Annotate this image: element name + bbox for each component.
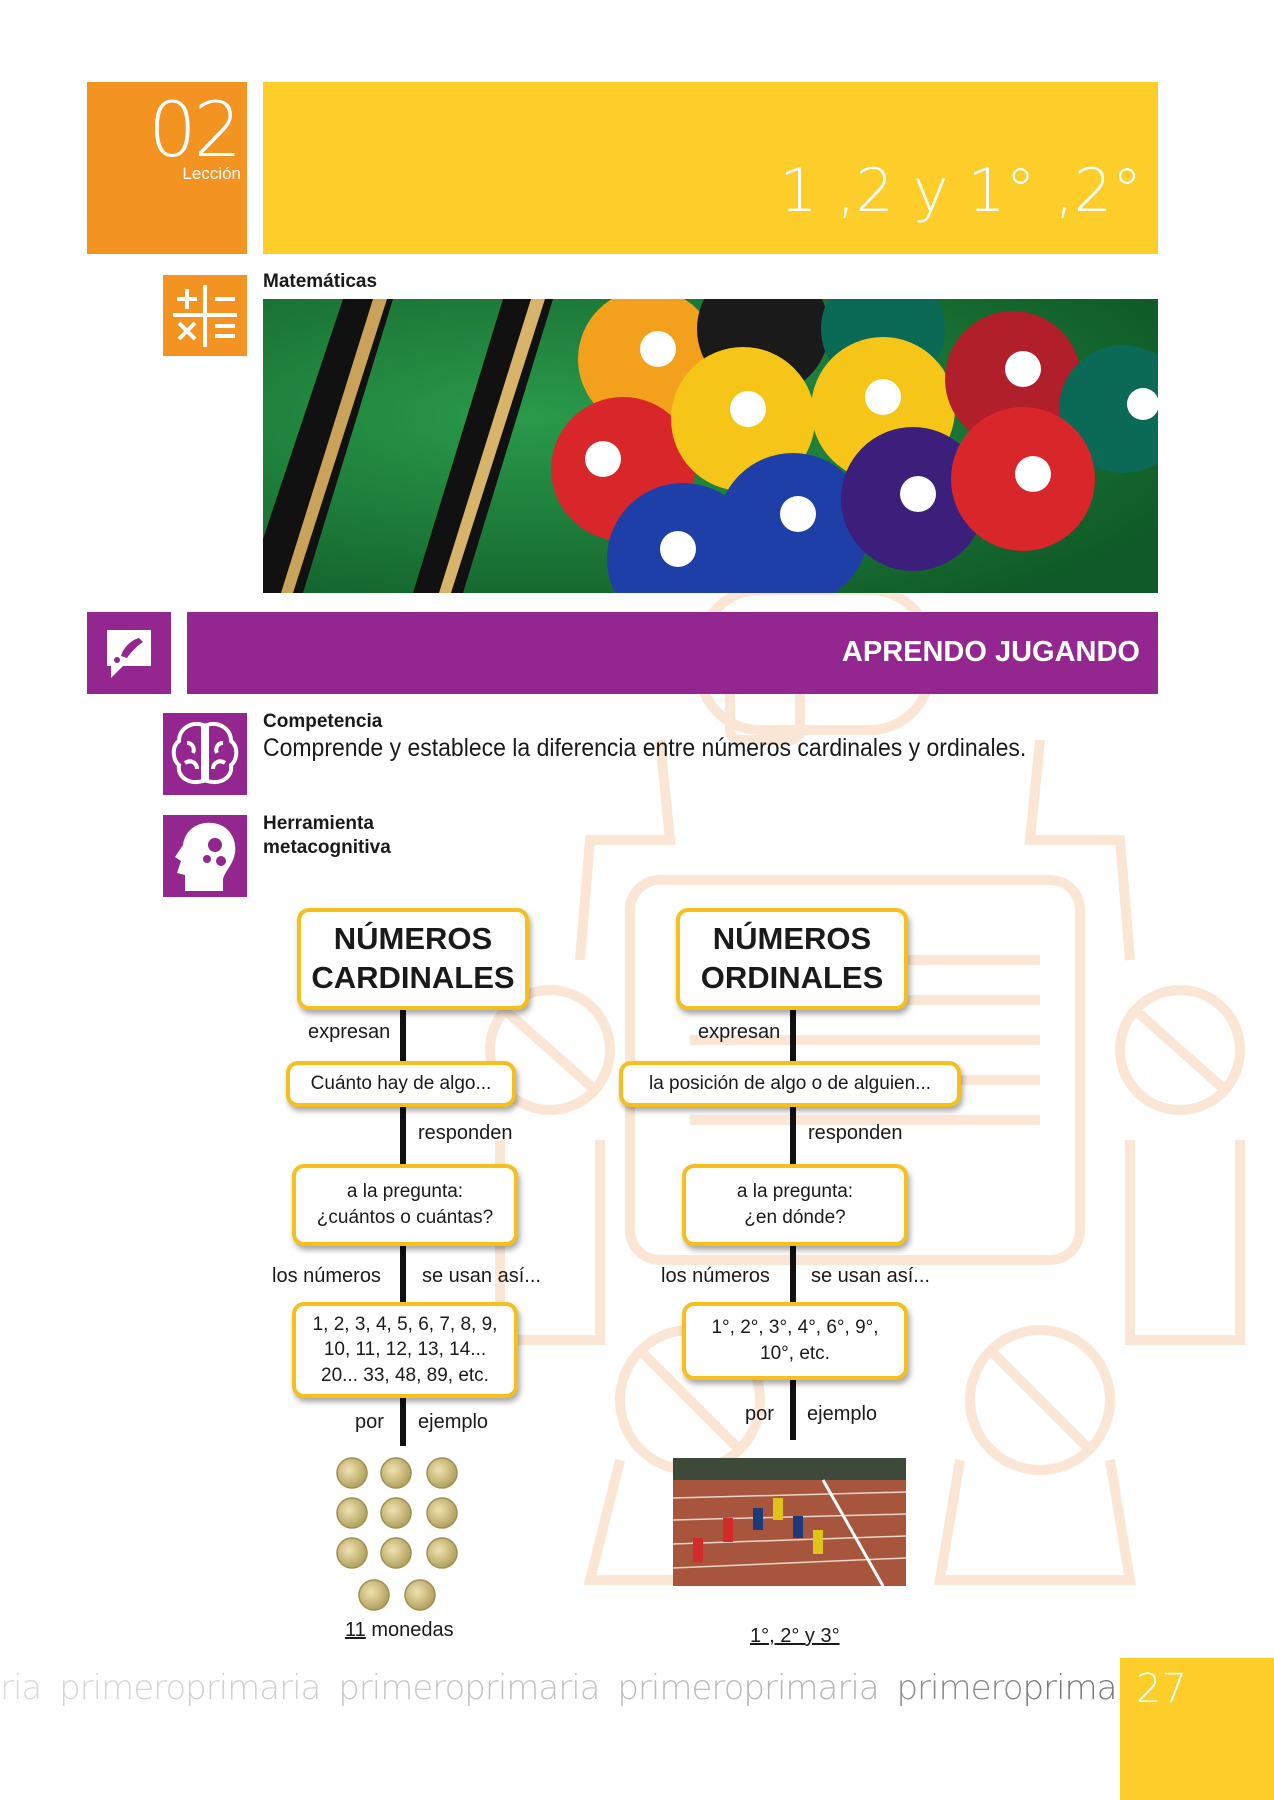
subject-label: Matemáticas	[263, 271, 378, 292]
head-gears-icon	[163, 815, 247, 897]
cardinales-por: por	[355, 1411, 384, 1433]
title-banner: 1 ,2 y 1° ,2°	[263, 82, 1158, 254]
footer-word: primero	[896, 1668, 1023, 1708]
herramienta-label-line1: Herramienta	[263, 813, 374, 834]
cardinales-caption-number: 11	[345, 1619, 366, 1641]
ordinales-box-pregunta: a la pregunta: ¿en dónde?	[682, 1164, 908, 1246]
math-operations-icon	[163, 275, 247, 356]
ordinales-se-usan: se usan así...	[811, 1265, 930, 1287]
ordinales-box-posicion: la posición de algo o de alguien...	[619, 1061, 961, 1107]
ordinales-caption: 1°, 2° y 3°	[750, 1625, 840, 1647]
ordinales-title: NÚMEROS ORDINALES	[700, 921, 884, 995]
cardinales-box-pregunta-text: a la pregunta: ¿cuántos o cuántas?	[316, 1181, 494, 1228]
cardinales-title: NÚMEROS CARDINALES	[311, 921, 515, 995]
herramienta-label-line2: metacognitiva	[263, 836, 391, 858]
brain-icon	[163, 713, 247, 795]
ordinales-ejemplo: ejemplo	[807, 1403, 878, 1425]
footer-wordmark: ria primeroprimaria primeroprimaria prim…	[0, 1668, 1120, 1718]
cardinales-box-pregunta: a la pregunta: ¿cuántos o cuántas?	[292, 1164, 518, 1246]
herramienta-label: Herramienta metacognitiva	[263, 812, 391, 860]
ordinales-box-posicion-text: la posición de algo o de alguien...	[648, 1073, 932, 1095]
lesson-badge: 02 Lección	[87, 82, 247, 254]
race-finish-photo	[673, 1458, 906, 1586]
cardinales-los-numeros: los números	[272, 1265, 381, 1287]
footer-word: primero	[617, 1668, 744, 1708]
cardinales-box-numeros: 1, 2, 3, 4, 5, 6, 7, 8, 9, 10, 11, 12, 1…	[292, 1302, 518, 1398]
footer-word: primaria	[1022, 1668, 1120, 1708]
cardinales-responden: responden	[418, 1122, 513, 1144]
lesson-number: 02	[148, 85, 242, 174]
rocket-icon	[87, 612, 171, 694]
billiard-balls-photo	[263, 299, 1158, 593]
footer-word: primero	[338, 1668, 465, 1708]
ordinales-box-pregunta-text: a la pregunta: ¿en dónde?	[736, 1181, 854, 1228]
footer-word: ria	[0, 1668, 42, 1708]
competencia-text: Comprende y establece la diferencia entr…	[263, 734, 1027, 762]
cardinales-box-numeros-text: 1, 2, 3, 4, 5, 6, 7, 8, 9, 10, 11, 12, 1…	[312, 1313, 498, 1386]
cardinales-title-box: NÚMEROS CARDINALES	[297, 908, 529, 1010]
ordinales-title-box: NÚMEROS ORDINALES	[676, 908, 908, 1010]
cardinales-ejemplo: ejemplo	[418, 1411, 489, 1433]
footer-word: primaria	[464, 1668, 600, 1708]
ordinales-box-numeros-text: 1°, 2°, 3°, 4°, 6°, 9°, 10°, etc.	[711, 1317, 879, 1364]
coins-illustration	[336, 1457, 458, 1611]
page-title: 1 ,2 y 1° ,2°	[779, 156, 1142, 226]
cardinales-box-cuanto-text: Cuánto hay de algo...	[310, 1073, 492, 1095]
ordinales-box-numeros: 1°, 2°, 3°, 4°, 6°, 9°, 10°, etc.	[682, 1302, 908, 1380]
page-number: 27	[1136, 1666, 1187, 1712]
footer-word: primero	[59, 1668, 186, 1708]
cardinales-caption: 11 monedas	[345, 1619, 454, 1642]
competencia-label: Competencia	[263, 711, 383, 732]
cardinales-se-usan: se usan así...	[422, 1265, 541, 1287]
page-number-box: 27	[1120, 1658, 1274, 1800]
section-banner: APRENDO JUGANDO	[187, 612, 1158, 694]
cardinales-caption-text: monedas	[365, 1619, 454, 1641]
lesson-label: Lección	[182, 164, 241, 183]
cardinales-expresan: expresan	[308, 1021, 391, 1043]
ordinales-los-numeros: los números	[661, 1265, 770, 1287]
ordinales-expresan: expresan	[698, 1021, 781, 1043]
cardinales-box-cuanto: Cuánto hay de algo...	[286, 1061, 516, 1107]
footer-word: primaria	[185, 1668, 321, 1708]
footer-word: primaria	[743, 1668, 879, 1708]
ordinales-responden: responden	[808, 1122, 903, 1144]
section-title: APRENDO JUGANDO	[841, 636, 1140, 668]
ordinales-por: por	[745, 1403, 774, 1425]
